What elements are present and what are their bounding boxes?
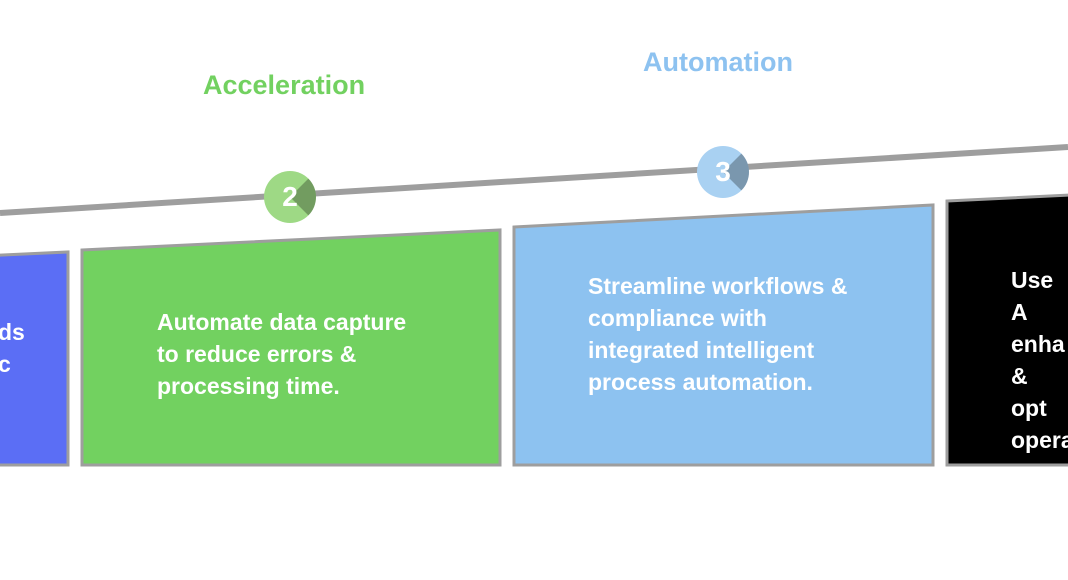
stage-2-badge: 2 xyxy=(264,171,316,223)
stage-4-description: Use A enha & opt opera xyxy=(1011,267,1068,453)
stage-2-title: Acceleration xyxy=(203,70,366,100)
stage-2-description: Automate data capture to reduce errors &… xyxy=(157,309,407,399)
progress-track-line xyxy=(0,144,1068,216)
stage-2-card xyxy=(80,228,502,467)
stage-3-title: Automation xyxy=(643,47,793,77)
stage-1-description: ds c xyxy=(0,319,25,377)
stage-3-description: Streamline workflows & compliance with i… xyxy=(588,273,848,395)
stage-3-badge: 3 xyxy=(697,146,749,198)
stage-3-card xyxy=(512,203,935,467)
stage-1-card xyxy=(0,250,70,467)
stage-2-number: 2 xyxy=(282,181,298,212)
stage-4-card xyxy=(945,193,1068,467)
stage-3-number: 3 xyxy=(715,156,731,187)
